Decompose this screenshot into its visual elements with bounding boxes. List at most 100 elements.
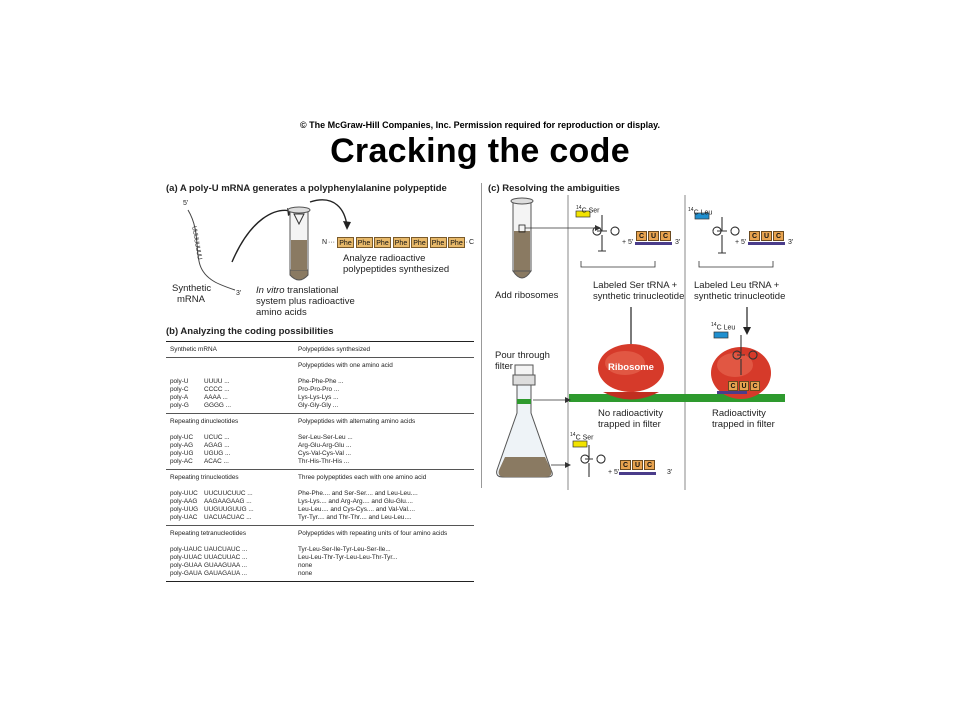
three-prime-1: 3' (675, 239, 681, 246)
group-header-row: Polypeptides with one amino acid (166, 362, 474, 370)
coding-table: Synthetic mRNA Polypeptides synthesized … (166, 341, 474, 586)
three-prime-2: 3' (788, 239, 794, 246)
mrna-strand (187, 209, 236, 291)
row-mrna-name: poly-AC (170, 458, 193, 465)
table-header-row: Synthetic mRNA Polypeptides synthesized (166, 346, 474, 354)
group-left-head: Repeating dinucleotides (170, 418, 239, 425)
phe-residue: Phe (337, 237, 354, 248)
row-polypeptide: Pro-Pro-Pro ... (298, 386, 340, 393)
codon-nucleotide: U (761, 231, 772, 241)
row-mrna-seq: UGUG ... (204, 450, 231, 457)
codon-nucleotide: C (636, 231, 647, 241)
codon-nucleotide: U (648, 231, 659, 241)
synthetic-label: Synthetic (172, 283, 212, 294)
row-polypeptide: Leu-Leu.... and Cys-Cys.... and Val-Val.… (298, 506, 415, 513)
table-row: poly-UG UGUG ... Cys-Val-Cys-Val ... (166, 450, 474, 458)
pour-label-line1: Pour through (495, 350, 550, 361)
row-polypeptide: Phe-Phe.... and Ser-Ser.... and Leu-Leu.… (298, 490, 418, 497)
phe-residue: Phe (411, 237, 428, 248)
codon-nucleotide: C (644, 460, 655, 470)
leu-label-top: 14C Leu (688, 207, 713, 217)
ser-label-bottom: 14C Ser (570, 432, 594, 442)
row-polypeptide: Lys-Lys-Lys ... (298, 394, 339, 401)
row-mrna-seq: UAUCUAUC ... (204, 546, 248, 553)
row-mrna-seq: UUGUUGUUG ... (204, 506, 254, 513)
arrow-mrna-to-tube (231, 209, 296, 263)
row-polypeptide: Lys-Lys.... and Arg-Arg.... and Glu-Glu.… (298, 498, 413, 505)
panel-c-heading: (c) Resolving the ambiguities (488, 183, 620, 194)
phe-residue: Phe (355, 237, 373, 248)
no-radioactivity-line1: No radioactivity (598, 408, 663, 419)
row-mrna-seq: UUACUUAC ... (204, 554, 248, 561)
leu-tag-bound (713, 331, 729, 339)
trna-ser-top (592, 215, 620, 252)
codon-nucleotide: C (773, 231, 784, 241)
analyze-label-line2: polypeptides synthesized (343, 264, 450, 275)
chain-prefix: ··· (328, 239, 335, 246)
group-left-head: Repeating trinucleotides (170, 474, 239, 481)
row-mrna-name: poly-UC (170, 434, 194, 441)
filter-flask (496, 364, 553, 478)
row-polypeptide: Cys-Val-Cys-Val ... (298, 450, 352, 457)
row-polypeptide: none (298, 570, 313, 577)
row-polypeptide: Phe-Phe-Phe ... (298, 378, 344, 385)
panel-a-illustration (187, 199, 351, 291)
codon-nucleotide-bound: C (728, 381, 738, 391)
tube-fluid (291, 240, 307, 270)
invitro-label-line1: In vitro translational (256, 285, 339, 296)
row-mrna-name: poly-G (170, 402, 189, 409)
row-mrna-name: poly-AG (170, 442, 194, 449)
codon-nucleotide-bound: U (739, 381, 749, 391)
phe-residue: Phe (429, 237, 447, 248)
row-mrna-name: poly-UAUC (170, 546, 202, 553)
trna-leu-top (712, 217, 740, 254)
leu-tag-top (694, 212, 710, 220)
row-mrna-seq: UUUU ... (204, 378, 230, 385)
invitro-label-line2: system plus radioactive (256, 296, 355, 307)
mrna-label: mRNA (177, 294, 205, 305)
trna-leu-bound (732, 335, 758, 375)
row-mrna-name: poly-GUAA (170, 562, 202, 569)
row-mrna-name: poly-A (170, 394, 189, 401)
row-mrna-seq: GGGG ... (204, 402, 231, 409)
analyze-label-line1: Analyze radioactive (343, 253, 426, 264)
row-mrna-name: poly-UG (170, 450, 194, 457)
codon-nucleotide: C (620, 460, 631, 470)
row-mrna-seq: UCUC ... (204, 434, 230, 441)
ser-tag-bottom (572, 440, 588, 448)
row-mrna-seq: UACUACUAC ... (204, 514, 252, 521)
row-polypeptide: Thr-His-Thr-His ... (298, 458, 350, 465)
no-radioactivity-line2: trapped in filter (598, 419, 661, 430)
codon-nucleotide: U (632, 460, 643, 470)
panel-a-heading: (a) A poly-U mRNA generates a polyphenyl… (166, 183, 447, 194)
three-prime-3: 3' (667, 469, 673, 476)
row-mrna-seq: UUCUUCUUC ... (204, 490, 253, 497)
panel-c-illustration (496, 195, 785, 490)
labeled-leu-line1: Labeled Leu tRNA + (694, 280, 780, 291)
labeled-ser-line2: synthetic trinucleotide (593, 291, 685, 302)
col-header-polypeptides: Polypeptides synthesized (298, 346, 371, 353)
row-polypeptide: Tyr-Tyr.... and Thr-Thr.... and Leu-Leu.… (298, 514, 412, 521)
ribosome-tube-fluid (514, 231, 530, 271)
ser-tag-top (575, 210, 591, 218)
c-terminus: C (469, 239, 475, 246)
plus-five-prime-2: + 5' (735, 239, 747, 246)
row-polypeptide: Gly-Gly-Gly ... (298, 402, 339, 409)
labeled-leu-line2: synthetic trinucleotide (694, 291, 786, 302)
arrow-head-2 (343, 221, 351, 230)
plus-five-prime-3: + 5' (608, 469, 620, 476)
codon-nucleotide: C (660, 231, 671, 241)
phe-residue: Phe (448, 237, 465, 248)
